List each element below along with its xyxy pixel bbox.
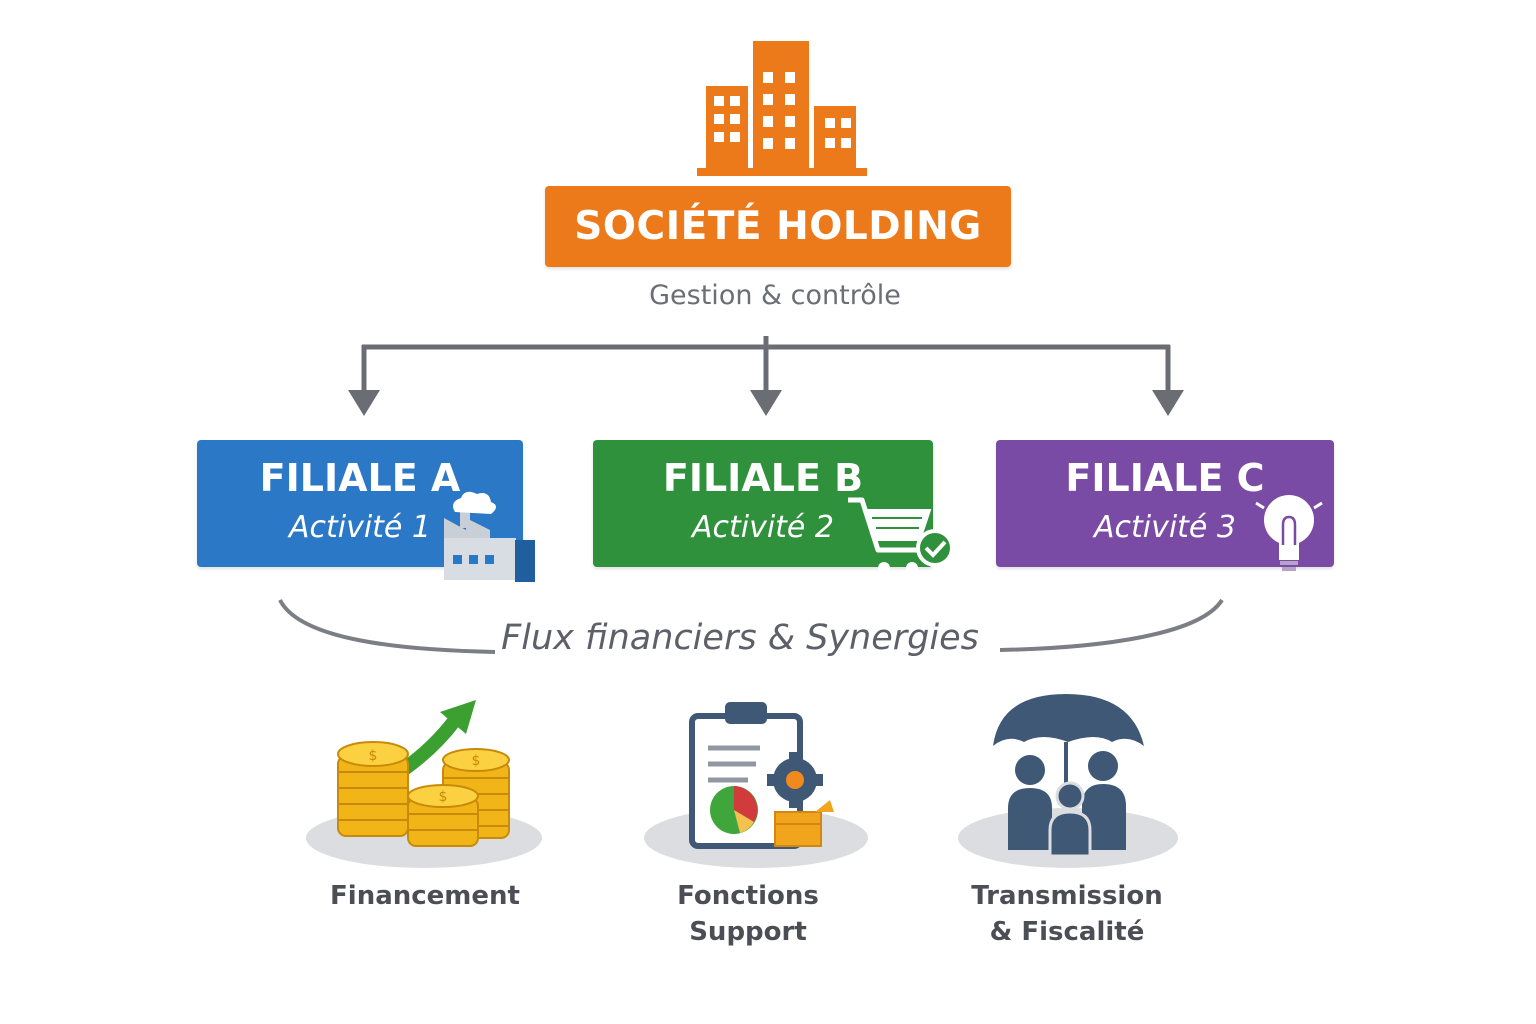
flux-curve-right: [999, 598, 1224, 652]
subsidiary-name: FILIALE A: [259, 456, 461, 500]
arrow-to-filiale-b: [750, 390, 782, 416]
lightbulb-icon: [1255, 495, 1323, 571]
arrow-to-filiale-a: [348, 390, 380, 416]
family-umbrella-icon: [993, 694, 1144, 858]
benefit-label-line1: Financement: [330, 881, 520, 911]
building-icon: [697, 41, 867, 176]
benefit-label-line1: Fonctions: [677, 881, 819, 911]
flux-label: Flux financiers & Synergies: [501, 618, 979, 658]
subsidiary-name: FILIALE C: [1065, 456, 1265, 500]
benefit-label-transmission: Transmission & Fiscalité: [962, 878, 1172, 950]
holding-to-subsidiaries-connector: [361, 336, 1171, 392]
factory-icon: [444, 491, 535, 582]
coins-growth-icon: $ $ $: [337, 700, 510, 847]
subsidiary-activity: Activité 2: [691, 510, 835, 545]
benefit-label-financement: Financement: [325, 878, 525, 914]
clipboard-gear-icon: [689, 702, 834, 849]
flux-curve-left: [278, 599, 496, 654]
subsidiary-name: FILIALE B: [662, 456, 864, 500]
svg-text:$: $: [439, 789, 448, 805]
subsidiary-activity: Activité 1: [288, 510, 432, 545]
arrowheads: [348, 390, 1184, 416]
svg-text:$: $: [472, 753, 481, 769]
benefit-label-fonctions: Fonctions Support: [648, 878, 848, 950]
benefit-label-line2: Support: [689, 917, 807, 947]
benefit-label-line1: Transmission: [971, 881, 1163, 911]
holding-title: SOCIÉTÉ HOLDING: [574, 204, 982, 249]
subsidiary-activity: Activité 3: [1093, 510, 1237, 545]
arrow-to-filiale-c: [1152, 390, 1184, 416]
holding-title-box: SOCIÉTÉ HOLDING: [545, 186, 1011, 267]
svg-text:$: $: [369, 748, 378, 764]
benefit-label-line2: & Fiscalité: [989, 917, 1145, 947]
shopping-cart-check-icon: [848, 497, 954, 574]
holding-subtitle: Gestion & contrôle: [649, 280, 901, 311]
